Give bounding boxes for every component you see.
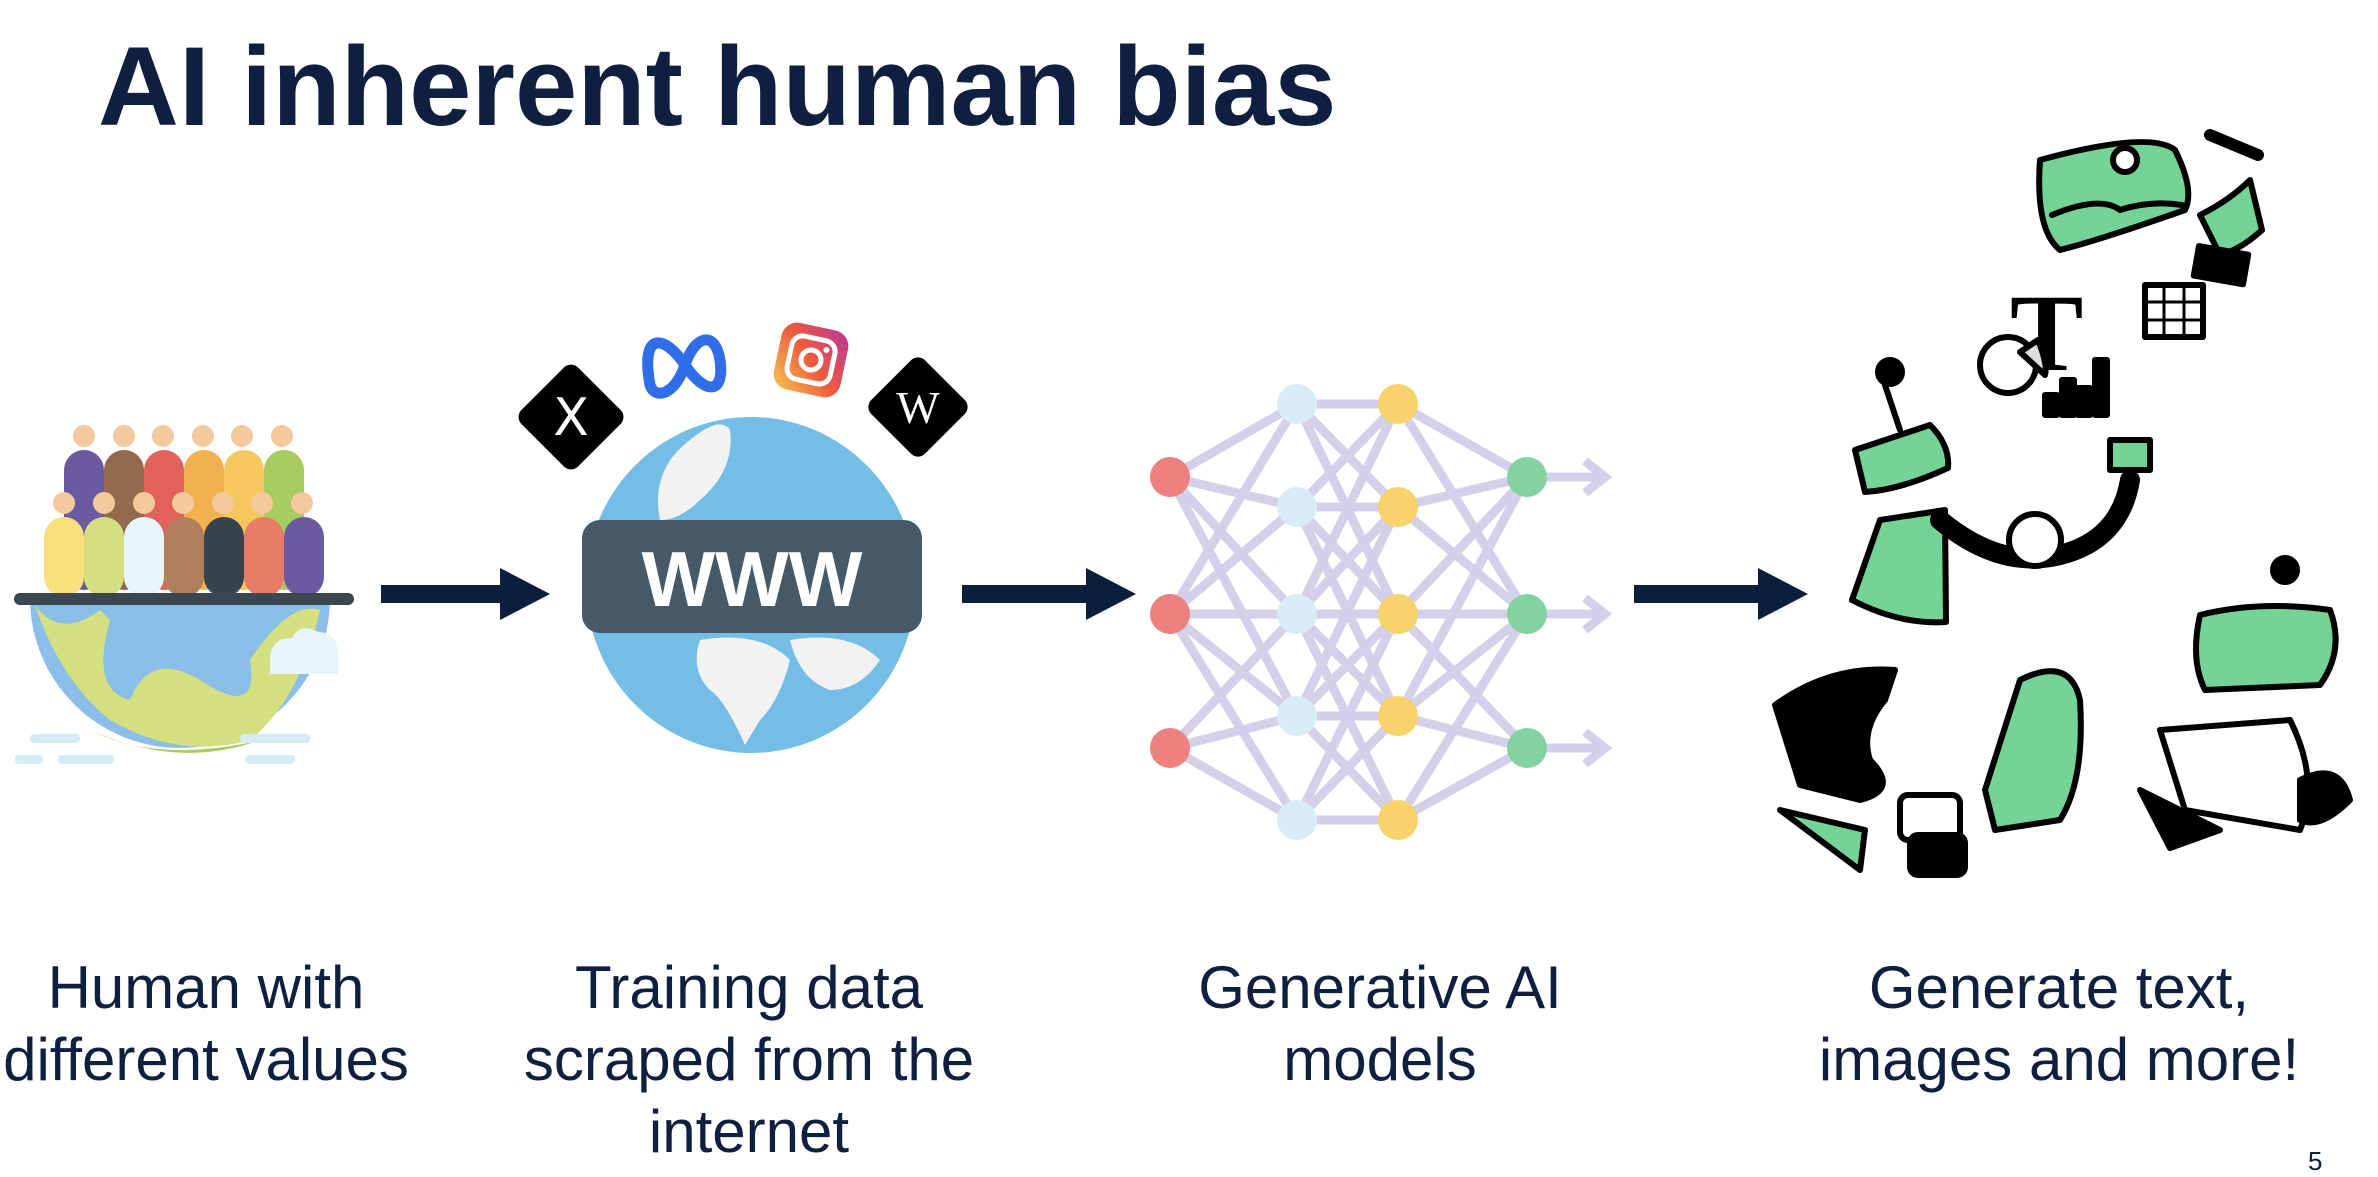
- output-arrowhead: [1582, 728, 1613, 768]
- arrow-icon: [381, 568, 550, 620]
- wikipedia-logo-icon: W: [868, 357, 968, 457]
- network-node: [1378, 800, 1418, 840]
- network-edge: [1394, 401, 1531, 617]
- network-node: [1150, 728, 1190, 768]
- network-node: [1378, 594, 1418, 634]
- network-edge: [1292, 402, 1403, 616]
- www-globe-icon: WWW: [582, 417, 922, 753]
- x-logo-icon: X: [518, 364, 624, 470]
- network-node: [1277, 384, 1317, 424]
- network-edge: [1166, 474, 1301, 719]
- network-edge: [1396, 472, 1529, 512]
- network-node: [1277, 487, 1317, 527]
- caption-line: internet: [648, 1098, 850, 1165]
- network-edge: [1396, 711, 1529, 753]
- pen-icon: [2190, 177, 2265, 288]
- instagram-logo-icon: [773, 322, 849, 398]
- network-edge: [1292, 612, 1403, 822]
- output-arrowhead: [1582, 594, 1613, 634]
- step-caption-human-values: Human with different values: [0, 952, 486, 1096]
- page-number: 5: [2308, 1146, 2323, 1176]
- slide-title: AI inherent human bias: [98, 24, 1337, 149]
- network-edge: [1394, 473, 1531, 618]
- svg-text:X: X: [553, 388, 589, 448]
- network-node: [1378, 696, 1418, 736]
- network-node: [1277, 696, 1317, 736]
- network-node: [1150, 594, 1190, 634]
- step-caption-training-data: Training data scraped from the internet: [469, 952, 1029, 1168]
- caption-line: Human with: [47, 954, 365, 1021]
- caption-line: images and more!: [1818, 1026, 2300, 1093]
- network-node: [1378, 384, 1418, 424]
- caption-line: Training data: [575, 954, 923, 1021]
- network-edge: [1394, 474, 1531, 719]
- network-edge: [1395, 610, 1530, 720]
- chart-icon: [1977, 334, 2110, 418]
- network-edge: [1394, 611, 1531, 823]
- caption-line: models: [1283, 1026, 1477, 1093]
- network-edge: [1167, 610, 1300, 720]
- network-edge: [1395, 503, 1530, 618]
- network-edge: [1166, 611, 1301, 823]
- caption-line: different values: [3, 1026, 409, 1093]
- robot-head-icon: [1982, 668, 2084, 833]
- image-icon: [2036, 139, 2192, 253]
- robot-reading-icon: [2137, 555, 2353, 851]
- svg-text:WWW: WWW: [642, 535, 863, 623]
- svg-text:W: W: [896, 382, 940, 433]
- network-edge: [1166, 401, 1301, 617]
- network-edge: [1292, 505, 1403, 718]
- network-node: [1277, 800, 1317, 840]
- people-on-globe-icon: [14, 425, 354, 764]
- network-edge: [1166, 473, 1301, 618]
- output-arrowhead: [1582, 457, 1613, 497]
- network-edge: [1166, 610, 1301, 752]
- arrow-icon: [962, 568, 1136, 620]
- arrow-icon: [1634, 568, 1808, 620]
- neural-network-icon: [1150, 384, 1613, 840]
- network-edge: [1395, 400, 1530, 481]
- meta-logo-icon: [642, 334, 727, 399]
- network-edge: [1293, 400, 1402, 511]
- magic-wand-icon: [2204, 129, 2264, 161]
- caption-line: Generate text,: [1868, 954, 2250, 1021]
- step-caption-generate-content: Generate text, images and more!: [1779, 952, 2339, 1096]
- ai-generated-content-illustration: T: [1772, 129, 2353, 878]
- network-edge: [1168, 472, 1299, 512]
- robot-reaching-icon: [1849, 357, 2153, 626]
- network-edge: [1293, 610, 1402, 720]
- network-node: [1507, 457, 1547, 497]
- person-chatting-icon: [1772, 666, 1968, 878]
- network-node: [1378, 487, 1418, 527]
- network-edge: [1395, 744, 1530, 824]
- network-edge: [1394, 610, 1531, 752]
- network-edge: [1293, 712, 1402, 824]
- caption-line: scraped from the: [523, 1026, 975, 1093]
- network-edge: [1167, 400, 1300, 481]
- calendar-icon: [2142, 282, 2206, 340]
- network-node: [1277, 594, 1317, 634]
- network-edge: [1168, 711, 1299, 753]
- network-node: [1507, 728, 1547, 768]
- step-caption-generative-ai: Generative AI models: [1100, 952, 1660, 1096]
- network-node: [1150, 457, 1190, 497]
- network-edge: [1167, 744, 1300, 824]
- network-node: [1507, 594, 1547, 634]
- network-edge: [1167, 503, 1300, 618]
- network-edge: [1293, 503, 1402, 618]
- caption-line: Generative AI: [1198, 954, 1562, 1021]
